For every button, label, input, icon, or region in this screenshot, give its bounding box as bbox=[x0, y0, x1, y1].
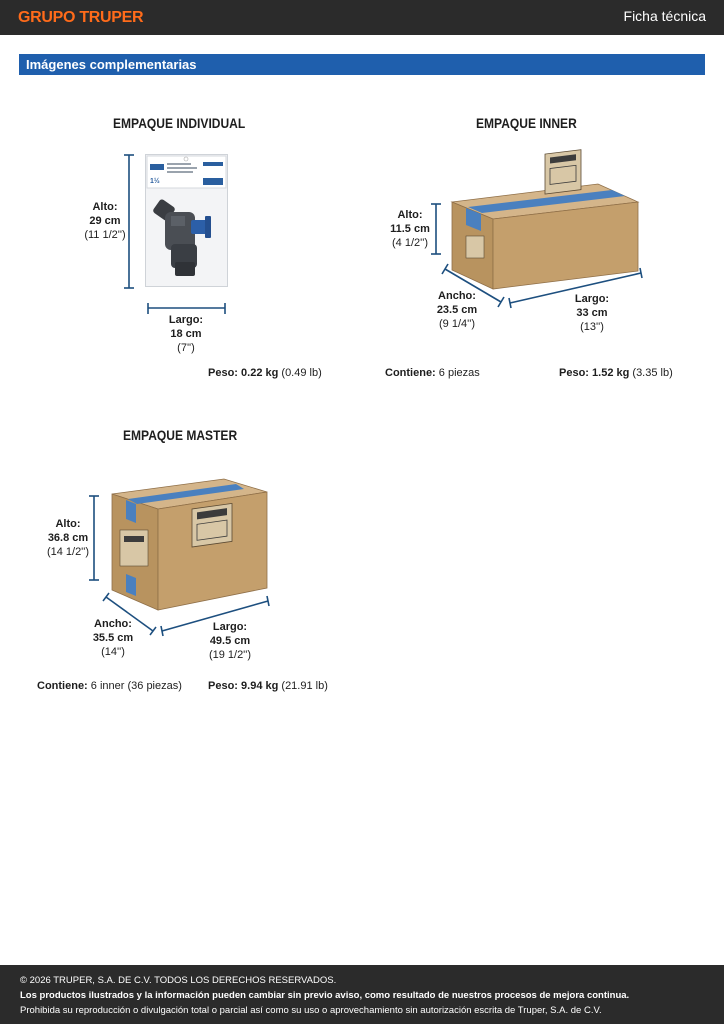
inner-peso-value: 1.52 kg bbox=[592, 367, 630, 379]
individual-peso-value: 0.22 kg bbox=[241, 367, 279, 379]
individual-peso-imperial: (0.49 lb) bbox=[281, 367, 322, 379]
master-alto-label: Alto: 36.8 cm (14 1/2'') bbox=[40, 517, 96, 559]
brand-logo: GRUPO TRUPER bbox=[18, 9, 144, 26]
master-contiene-label: Contiene: bbox=[37, 680, 88, 692]
inner-largo-title: Largo: bbox=[574, 293, 610, 305]
master-peso-label: Peso: bbox=[208, 680, 238, 692]
master-alto-imperial: (14 1/2'') bbox=[46, 546, 90, 558]
master-contiene-value: 6 inner (36 piezas) bbox=[90, 680, 182, 692]
individual-title: EMPAQUE INDIVIDUAL bbox=[113, 115, 246, 131]
section-header: Imágenes complementarias bbox=[19, 54, 705, 75]
master-largo-title: Largo: bbox=[212, 621, 248, 633]
master-ancho-imperial: (14'') bbox=[101, 646, 125, 658]
individual-package-size-text: 1½ bbox=[150, 177, 160, 185]
footer-prohibition: Prohibida su reproducción o divulgación … bbox=[20, 1005, 602, 1016]
inner-largo-label: Largo: 33 cm (13'') bbox=[566, 292, 618, 334]
master-contiene: Contiene: 6 inner (36 piezas) bbox=[37, 680, 182, 692]
inner-ancho-metric: 23.5 cm bbox=[436, 304, 478, 316]
master-peso-imperial: (21.91 lb) bbox=[281, 680, 328, 692]
master-largo-imperial: (19 1/2'') bbox=[208, 649, 252, 661]
inner-contiene-label: Contiene: bbox=[385, 367, 436, 379]
inner-alto-metric: 11.5 cm bbox=[390, 223, 430, 235]
inner-ancho-imperial: (9 1/4'') bbox=[439, 318, 475, 330]
top-bar: GRUPO TRUPER Ficha técnica bbox=[0, 0, 724, 35]
individual-alto-label: Alto: 29 cm (11 1/2'') bbox=[77, 200, 133, 242]
master-ancho-metric: 35.5 cm bbox=[92, 632, 134, 644]
document-type: Ficha técnica bbox=[623, 8, 706, 24]
inner-largo-imperial: (13'') bbox=[580, 321, 604, 333]
individual-peso: Peso: 0.22 kg (0.49 lb) bbox=[208, 367, 322, 379]
individual-peso-label: Peso: bbox=[208, 367, 238, 379]
master-largo-label: Largo: 49.5 cm (19 1/2'') bbox=[202, 620, 258, 662]
master-peso-value: 9.94 kg bbox=[241, 680, 279, 692]
master-ancho-label: Ancho: 35.5 cm (14'') bbox=[87, 617, 139, 659]
footer-copyright: © 2026 TRUPER, S.A. DE C.V. TODOS LOS DE… bbox=[20, 975, 337, 986]
individual-largo-title: Largo: bbox=[168, 314, 204, 326]
inner-ancho-label: Ancho: 23.5 cm (9 1/4'') bbox=[431, 289, 483, 331]
inner-alto-imperial: (4 1/2'') bbox=[392, 237, 428, 249]
inner-alto-title: Alto: bbox=[397, 209, 423, 221]
inner-largo-metric: 33 cm bbox=[576, 307, 608, 319]
individual-largo-label: Largo: 18 cm (7'') bbox=[160, 313, 212, 355]
individual-package-image: 1½ bbox=[145, 154, 228, 287]
inner-peso: Peso: 1.52 kg (3.35 lb) bbox=[559, 367, 673, 379]
footer-notice: Los productos ilustrados y la informació… bbox=[20, 990, 630, 1001]
master-peso: Peso: 9.94 kg (21.91 lb) bbox=[208, 680, 328, 692]
master-largo-metric: 49.5 cm bbox=[209, 635, 251, 647]
footer: © 2026 TRUPER, S.A. DE C.V. TODOS LOS DE… bbox=[0, 965, 724, 1024]
individual-alto-title: Alto: bbox=[92, 201, 118, 213]
individual-alto-imperial: (11 1/2'') bbox=[84, 229, 126, 241]
inner-peso-imperial: (3.35 lb) bbox=[632, 367, 673, 379]
inner-contiene-value: 6 piezas bbox=[438, 367, 480, 379]
individual-largo-metric: 18 cm bbox=[170, 328, 202, 340]
inner-title: EMPAQUE INNER bbox=[476, 115, 577, 131]
master-alto-metric: 36.8 cm bbox=[47, 532, 89, 544]
individual-largo-imperial: (7'') bbox=[177, 342, 195, 354]
master-alto-title: Alto: bbox=[55, 518, 81, 530]
individual-alto-metric: 29 cm bbox=[89, 215, 121, 227]
inner-peso-label: Peso: bbox=[559, 367, 589, 379]
inner-alto-label: Alto: 11.5 cm (4 1/2'') bbox=[385, 208, 435, 250]
inner-contiene: Contiene: 6 piezas bbox=[385, 367, 480, 379]
master-ancho-title: Ancho: bbox=[94, 618, 132, 630]
master-title: EMPAQUE MASTER bbox=[123, 427, 238, 443]
section-title: Imágenes complementarias bbox=[26, 57, 197, 72]
inner-ancho-title: Ancho: bbox=[438, 290, 476, 302]
